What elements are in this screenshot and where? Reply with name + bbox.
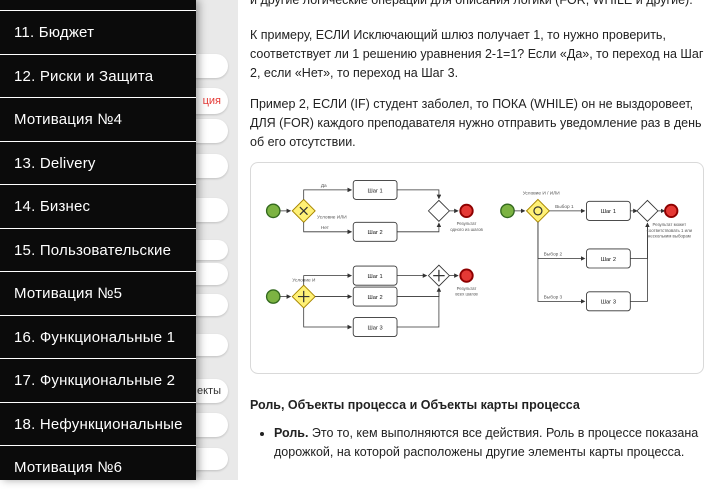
lesson-paragraph: Пример 2, ЕСЛИ (IF) студент заболел, то … <box>250 97 702 149</box>
result-label: соответствовать 1 или <box>647 228 693 233</box>
course-menu-sidebar: 11. Бюджет 12. Риски и Защита Мотивация … <box>0 0 196 490</box>
sidebar-item-user-requirements[interactable]: 15. Пользовательские <box>0 229 196 272</box>
lesson-paragraph: К примеру, ЕСЛИ Исключающий шлюз получае… <box>250 28 704 80</box>
task-label: Шаг 1 <box>367 188 382 194</box>
sidebar-item-motivation-4[interactable]: Мотивация №4 <box>0 98 196 142</box>
course-menu: 11. Бюджет 12. Риски и Защита Мотивация … <box>0 10 196 490</box>
lesson-content: и другие логические операции для описани… <box>238 0 720 480</box>
merge-gateway-icon <box>427 199 450 222</box>
branch-label: Нет <box>321 225 330 231</box>
sidebar-item-motivation-6[interactable]: Мотивация №6 <box>0 446 196 490</box>
result-label: всех шагов <box>455 292 478 297</box>
result-label: одного из шагов <box>450 227 483 232</box>
lesson-paragraph-clipped: и другие логические операции для описани… <box>250 0 693 7</box>
bullet-item: Роль. Это то, кем выполняются все действ… <box>274 424 704 462</box>
start-event-icon <box>500 203 515 219</box>
merge-gateway-icon <box>636 199 659 222</box>
result-label: Результат может <box>653 222 687 227</box>
result-label: Результат <box>457 221 477 226</box>
inclusive-gateway-icon <box>525 198 551 223</box>
sidebar-item-budget[interactable]: 11. Бюджет <box>0 11 196 55</box>
branch-label: Да <box>321 183 327 189</box>
task-label: Шаг 2 <box>367 295 382 301</box>
task-label: Шаг 2 <box>601 257 616 263</box>
sidebar-item-risks[interactable]: 12. Риски и Защита <box>0 55 196 98</box>
result-label: нескольким выборам <box>648 234 691 239</box>
sidebar-item-delivery[interactable]: 13. Delivery <box>0 142 196 185</box>
sidebar-item-functional-1[interactable]: 16. Функциональные 1 <box>0 316 196 359</box>
task-label: Шаг 1 <box>601 209 616 215</box>
sidebar-item-nonfunctional[interactable]: 18. Нефункциональные <box>0 403 196 446</box>
lesson-chip-label: екты <box>197 385 221 397</box>
start-event-icon <box>265 203 281 219</box>
end-event-icon <box>459 203 474 219</box>
task-label: Шаг 2 <box>367 230 382 236</box>
bpmn-diagram: Условие ИЛИ Да Нет Шаг 1 Шаг 2 Результат… <box>265 179 693 337</box>
sidebar-item-motivation-5[interactable]: Мотивация №5 <box>0 272 196 316</box>
gateway-label: Условие И / ИЛИ <box>523 191 561 197</box>
bullet-list: Роль. Это то, кем выполняются все действ… <box>250 424 704 462</box>
gateway-label: Условие И <box>292 277 316 283</box>
bullet-term: Роль. <box>274 426 309 440</box>
branch-label: Выбор 3 <box>544 294 563 300</box>
branch-label: Выбор 1 <box>555 204 574 210</box>
lesson-step-rail: ция екты <box>180 0 238 480</box>
bpmn-diagram-card: Условие ИЛИ Да Нет Шаг 1 Шаг 2 Результат… <box>250 162 704 374</box>
end-event-icon <box>664 203 679 219</box>
sidebar-item-functional-2[interactable]: 17. Функциональные 2 <box>0 359 196 403</box>
section-heading: Роль, Объекты процесса и Объекты карты п… <box>250 398 580 412</box>
sidebar-item-business[interactable]: 14. Бизнес <box>0 185 196 229</box>
end-event-icon <box>459 268 474 283</box>
bullet-text: Это то, кем выполняются все действия. Ро… <box>274 426 699 459</box>
task-label: Шаг 3 <box>601 300 616 306</box>
branch-label: Выбор 2 <box>544 252 563 258</box>
task-label: Шаг 3 <box>367 325 382 331</box>
lesson-chip-label: ция <box>202 95 221 107</box>
gateway-label: Условие ИЛИ <box>317 214 347 220</box>
task-label: Шаг 1 <box>367 274 382 280</box>
result-label: Результат <box>457 286 477 291</box>
start-event-icon <box>265 289 281 304</box>
